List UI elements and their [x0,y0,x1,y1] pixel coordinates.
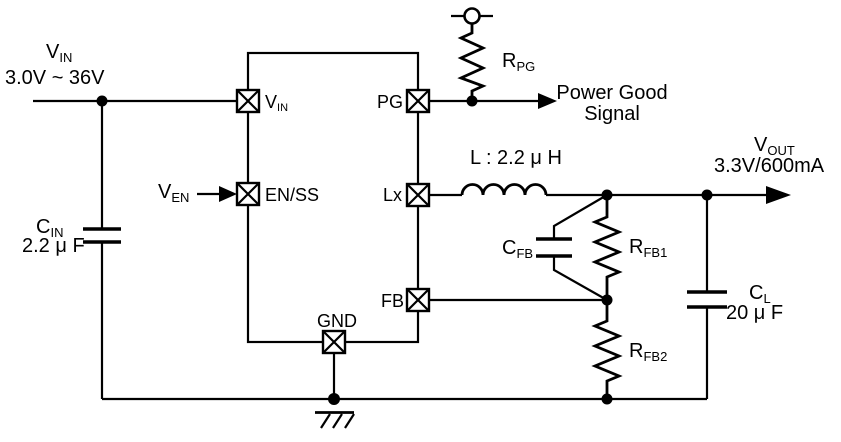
pin-vin-label: VIN [265,92,289,114]
pin-box-pg [405,88,431,114]
junction-dot [96,95,108,107]
rfb1-label: RFB1 [629,236,668,260]
cfb-label: CFB [502,237,534,261]
gnd-branch [315,353,355,429]
rfb2-resistor [591,300,623,399]
cl-value-label: 20 μ F [726,302,784,324]
pin-fb-label: FB [381,291,405,311]
power-good-signal-label: Power Good Signal [543,82,681,126]
input-wire [33,99,237,399]
rpg-label: RPG [502,50,536,74]
rpg-resistor [457,24,487,101]
power-good-line1: Power Good [556,82,668,104]
lx-branch [429,183,791,204]
pin-box-enss [235,181,261,207]
junction-dot [328,393,340,405]
cl-name-label: CL [749,282,771,306]
junction-dot [601,294,613,306]
ven-arrowhead-icon [219,186,237,202]
pin-box-lx [405,182,431,208]
ven-label: VEN [158,181,190,205]
pg-arrowhead-icon [538,93,557,109]
cin-name-label: CIN [36,216,64,240]
cl-branch [687,195,727,399]
rfb1-resistor [591,195,623,300]
rfb2-label: RFB2 [629,340,668,364]
pin-enss-label: EN/SS [265,185,320,205]
feedback-network [429,194,623,405]
pin-pg-label: PG [377,92,404,112]
pin-lx-label: Lx [383,185,403,205]
power-good-line2: Signal [584,103,640,126]
inductor-coil [460,183,548,196]
vout-arrowhead-icon [766,186,791,204]
pin-box-vin [235,88,261,114]
pullup-terminal-icon [463,7,481,25]
pin-box-fb [405,287,431,313]
pg-branch [429,7,557,109]
cfb-capacitor [536,194,608,301]
ven-arrow [197,186,237,202]
pin-box-gnd [321,329,347,355]
cin-capacitor [83,227,121,244]
vout-rating: 3.3V/600mA [714,155,825,177]
junction-dot [466,95,478,107]
pin-gnd-label: GND [317,311,357,331]
ground-symbol-icon [315,411,355,429]
vout-title: VOUT [754,134,795,158]
junction-dot [601,393,613,405]
vin-title: VIN [46,41,73,65]
cin-value-label: 2.2 μ F [22,235,85,257]
inductor-label: L : 2.2 μ H [470,147,562,169]
vin-range: 3.0V ~ 36V [5,67,105,89]
